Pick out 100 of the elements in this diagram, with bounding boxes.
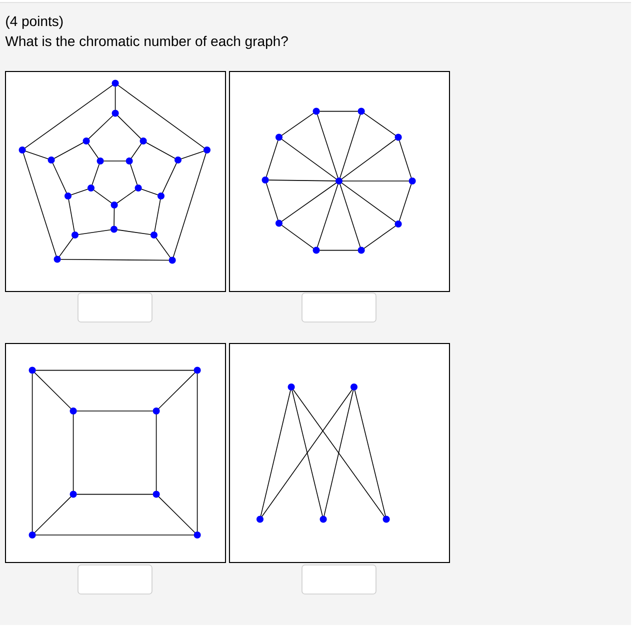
edge-line — [317, 114, 338, 178]
vertex-dot — [204, 146, 210, 154]
vertex-dot — [112, 80, 119, 87]
edge-line — [181, 150, 204, 160]
edge-line — [92, 164, 100, 185]
edge-line — [76, 494, 153, 495]
vertex-dot — [320, 516, 327, 523]
edge-line — [282, 182, 336, 222]
vertex-dot — [336, 178, 342, 184]
vertex-dot — [134, 184, 142, 192]
vertex-dot — [72, 232, 78, 238]
edge-line — [146, 142, 176, 159]
vertex-dot — [256, 516, 264, 523]
vertex-dot — [82, 138, 90, 144]
graph-panel — [229, 71, 450, 292]
edge-line — [59, 238, 74, 257]
vertex-dot — [174, 156, 182, 164]
vertex-dot — [194, 532, 201, 538]
edge-line — [354, 390, 386, 516]
vertex-dot — [358, 246, 365, 254]
edge-line — [94, 190, 112, 204]
edge-line — [71, 188, 88, 196]
edge-line — [399, 184, 412, 221]
edge-line — [260, 390, 291, 516]
edge-line — [60, 258, 169, 261]
edge-line — [104, 160, 126, 162]
edge-line — [364, 226, 396, 249]
vertex-dot — [312, 246, 320, 254]
edge-line — [32, 374, 33, 532]
vertex-dot — [158, 192, 164, 200]
edge-line — [34, 496, 72, 533]
edge-line — [130, 164, 138, 185]
vertex-dot — [28, 366, 36, 374]
edge-line — [324, 390, 354, 516]
edge-line — [340, 184, 361, 248]
edge-line — [116, 190, 136, 204]
edge-line — [282, 139, 336, 180]
edge-line — [114, 86, 116, 110]
vertex-dot — [168, 256, 176, 264]
vertex-dot — [110, 202, 118, 208]
vertex-dot — [18, 146, 26, 154]
edge-line — [36, 370, 194, 371]
vertex-dot — [96, 158, 104, 164]
vertex-dot — [48, 156, 55, 164]
edge-line — [131, 144, 142, 158]
edge-line — [282, 113, 314, 136]
vertex-dot — [358, 108, 365, 115]
edge-line — [266, 140, 278, 177]
points-text: (4 points) — [6, 16, 63, 29]
edge-line — [34, 372, 72, 409]
vertex-dot — [126, 158, 133, 164]
vertex-dot — [54, 256, 61, 263]
question-text: What is the chromatic number of each graph? — [5, 36, 288, 49]
vertex-dot — [262, 176, 269, 184]
edge-line — [118, 116, 142, 139]
edge-line — [342, 180, 409, 182]
vertex-dot — [312, 108, 320, 115]
edge-line — [118, 85, 204, 148]
edge-line — [141, 188, 158, 196]
graph-panel — [229, 343, 450, 563]
edge-line — [88, 115, 114, 139]
vertex-dot — [112, 110, 119, 117]
edge-line — [158, 496, 196, 533]
vertex-dot — [64, 192, 72, 200]
edge-line — [364, 113, 396, 136]
vertex-dot — [110, 226, 118, 233]
graph-panel — [5, 71, 226, 292]
edge-line — [158, 372, 196, 409]
vertex-dot — [408, 178, 416, 184]
vertex-dot — [288, 384, 295, 390]
vertex-dot — [88, 184, 94, 192]
vertex-dot — [194, 366, 201, 374]
vertex-dot — [70, 490, 77, 498]
edge-line — [317, 184, 338, 248]
edge-line — [54, 142, 84, 159]
edge-line — [88, 144, 99, 158]
edge-line — [36, 534, 194, 536]
vertex-dot — [350, 384, 358, 390]
vertex-dot — [150, 232, 158, 238]
edge-line — [72, 414, 74, 491]
edge-line — [282, 225, 314, 249]
edge-line — [156, 414, 157, 491]
vertex-dot — [276, 220, 282, 227]
edge-line — [342, 139, 396, 180]
edge-line — [320, 110, 358, 112]
edge-line — [320, 250, 358, 251]
vertex-dot — [382, 516, 390, 523]
edge-line — [340, 114, 361, 178]
vertex-dot — [28, 532, 36, 538]
edge-line — [76, 410, 153, 412]
edge-line — [68, 199, 75, 232]
vertex-dot — [276, 134, 282, 141]
edge-line — [266, 183, 278, 220]
edge-line — [268, 180, 336, 182]
edge-line — [156, 238, 171, 258]
edge-line — [196, 374, 198, 532]
vertex-dot — [394, 220, 402, 228]
edge-line — [262, 390, 352, 517]
vertex-dot — [152, 408, 160, 414]
vertex-dot — [140, 138, 147, 144]
